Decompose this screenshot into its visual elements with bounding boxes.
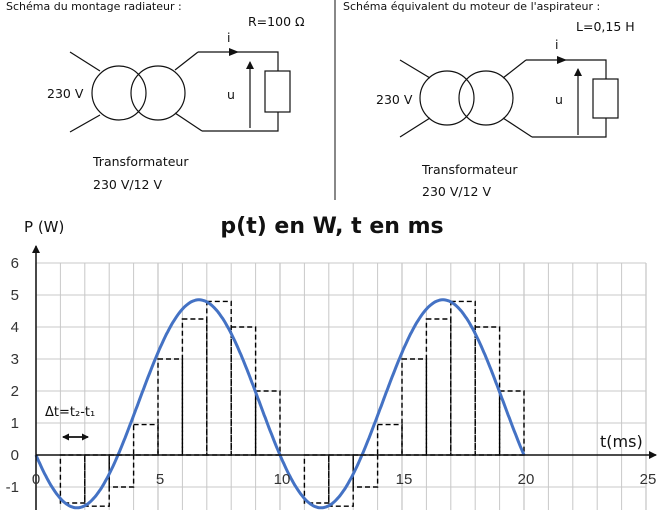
right-circuit-schema: Schéma équivalent du moteur de l'aspirat… xyxy=(343,0,635,199)
voltage-label: u xyxy=(227,87,235,102)
step-bar xyxy=(450,300,476,456)
x-tick-labels: 0 5 10 15 20 25 xyxy=(32,471,657,488)
left-circuit-schema: Schéma du montage radiateur : R=100 Ω i … xyxy=(6,0,305,192)
step-bar xyxy=(401,358,428,456)
inductor-symbol xyxy=(592,78,619,119)
transformer-label: Transformateur xyxy=(92,154,189,169)
transformer-ratio: 230 V/12 V xyxy=(93,177,162,192)
inductance-value: L=0,15 H xyxy=(576,19,635,34)
primary-voltage-label: 230 V xyxy=(376,92,413,107)
top-wire xyxy=(526,59,607,79)
step-bar xyxy=(157,358,184,456)
resistor-value: R=100 Ω xyxy=(248,14,305,29)
top-wire xyxy=(198,51,279,71)
step-bar xyxy=(425,318,452,456)
chart-title: p(t) en W, t en ms xyxy=(220,214,443,239)
y-tick-label: 6 xyxy=(11,255,19,272)
current-arrow-icon xyxy=(557,56,567,64)
primary-voltage-label: 230 V xyxy=(47,86,84,101)
y-tick-label: -1 xyxy=(6,479,19,496)
x-axis-label: t(ms) xyxy=(600,432,643,451)
step-bar xyxy=(303,454,330,504)
right-schema-title: Schéma équivalent du moteur de l'aspirat… xyxy=(343,0,600,13)
step-bar xyxy=(206,300,232,456)
transformer-symbol xyxy=(399,59,533,138)
bottom-wire xyxy=(202,112,279,132)
y-tick-label: 1 xyxy=(11,415,19,432)
y-tick-label: 5 xyxy=(11,287,19,304)
step-bar xyxy=(132,423,159,456)
y-tick-label: 4 xyxy=(11,319,19,336)
transformer-label: Transformateur xyxy=(421,162,518,177)
x-tick-label: 15 xyxy=(396,471,413,488)
step-bar xyxy=(352,454,379,488)
x-tick-label: 25 xyxy=(640,471,657,488)
x-tick-label: 20 xyxy=(518,471,535,488)
x-tick-label: 10 xyxy=(274,471,291,488)
step-bar xyxy=(181,318,208,456)
transformer-symbol xyxy=(69,51,203,133)
delta-t-annotation: Δt=t₂-t₁ xyxy=(45,405,95,420)
transformer-ratio: 230 V/12 V xyxy=(422,184,491,199)
step-bar xyxy=(376,423,403,456)
voltage-label: u xyxy=(555,92,563,107)
bottom-wire xyxy=(532,118,607,138)
step-bar xyxy=(59,454,86,504)
y-tick-labels: 6 5 4 3 2 1 0 -1 xyxy=(6,255,19,496)
step-bar xyxy=(108,454,135,488)
x-tick-label: 0 xyxy=(32,471,40,488)
x-tick-label: 5 xyxy=(156,471,164,488)
chart-grid xyxy=(35,262,647,510)
y-tick-label: 2 xyxy=(11,383,19,400)
left-schema-title: Schéma du montage radiateur : xyxy=(6,0,182,13)
y-tick-label: 3 xyxy=(11,351,19,368)
current-arrow-icon xyxy=(229,48,239,56)
current-label: i xyxy=(555,37,558,52)
y-axis-label: P (W) xyxy=(24,218,64,236)
current-label: i xyxy=(227,30,230,45)
resistor-symbol xyxy=(264,70,291,113)
y-tick-label: 0 xyxy=(11,447,19,464)
step-bars xyxy=(59,300,525,507)
